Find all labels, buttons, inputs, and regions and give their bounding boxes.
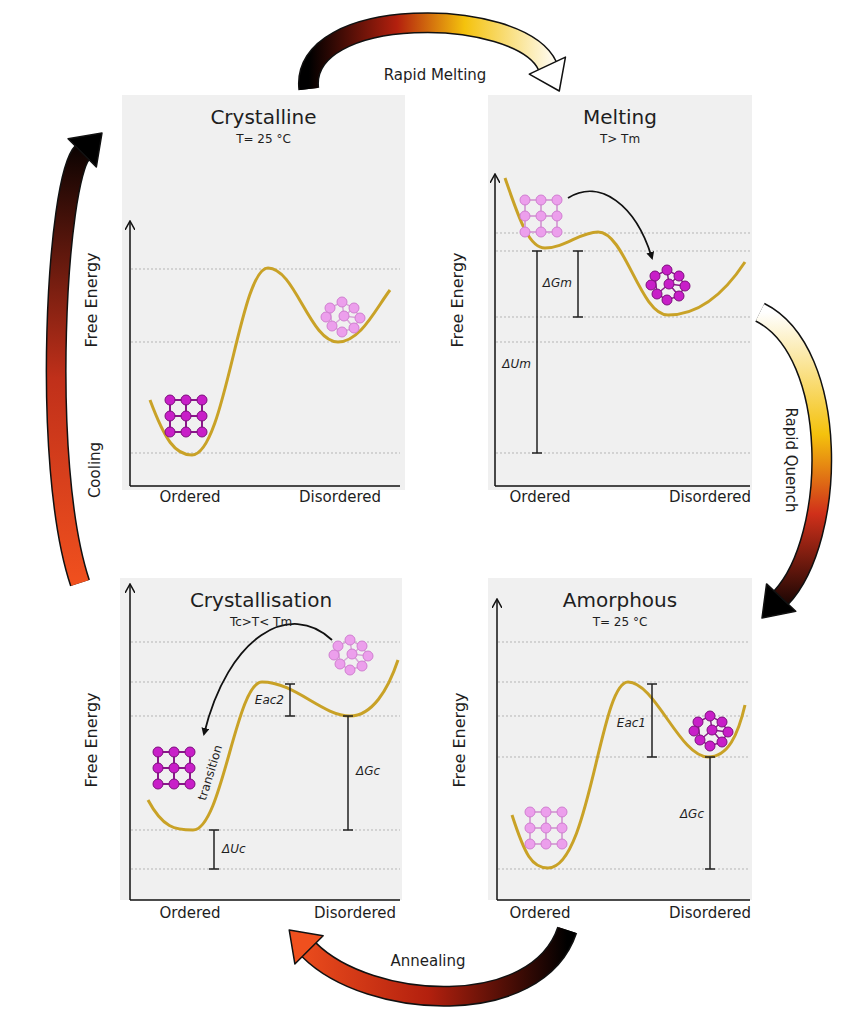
panel-title: Melting: [488, 105, 752, 129]
process-label: Rapid Melting: [381, 67, 490, 84]
axis-title: Free Energy: [83, 692, 101, 787]
axis-label: Disordered: [314, 905, 396, 922]
process-label: Cooling: [87, 439, 104, 501]
axis-label: Ordered: [159, 489, 220, 506]
phase-panel: CrystallisationTc>T< Tm: [120, 578, 402, 900]
panel-title: Amorphous: [488, 588, 752, 612]
axis-label: Ordered: [509, 905, 570, 922]
energy-symbol: ΔUc: [222, 843, 246, 857]
energy-symbol: ΔGc: [356, 765, 380, 779]
phase-panel: Melting T> Tm: [488, 95, 752, 490]
axis-label: Ordered: [159, 905, 220, 922]
process-label: Annealing: [387, 953, 468, 970]
axis-label: Disordered: [669, 489, 751, 506]
process-arrow: [289, 930, 567, 996]
energy-symbol: Eac2: [255, 694, 284, 708]
panel-temperature: T> Tm: [488, 132, 752, 146]
axis-label: Disordered: [299, 489, 381, 506]
panel-temperature: T= 25 °C: [122, 132, 405, 146]
crystal-lattice: [165, 395, 207, 437]
axis-title: Free Energy: [451, 692, 469, 787]
process-label: Rapid Quench: [781, 404, 798, 515]
panel-temperature: T= 25 °C: [488, 615, 752, 629]
energy-symbol: ΔGc: [680, 808, 704, 822]
axis-title: Free Energy: [449, 252, 467, 347]
energy-symbol: Eac1: [617, 717, 646, 731]
axis-label: Ordered: [509, 489, 570, 506]
process-arrow: [308, 23, 565, 91]
crystal-lattice: [153, 747, 195, 789]
panel-temperature: Tc>T< Tm: [120, 615, 402, 629]
crystal-lattice: [525, 807, 567, 849]
energy-symbol: ΔUm: [502, 358, 531, 372]
panel-title: Crystalline: [122, 105, 405, 129]
panel-title: Crystallisation: [120, 588, 402, 612]
axis-title: Free Energy: [83, 252, 101, 347]
energy-symbol: ΔGm: [543, 277, 572, 291]
axis-label: Disordered: [669, 905, 751, 922]
crystal-lattice: [520, 195, 562, 237]
process-arrow: [56, 133, 102, 583]
process-arrow: [760, 312, 822, 618]
